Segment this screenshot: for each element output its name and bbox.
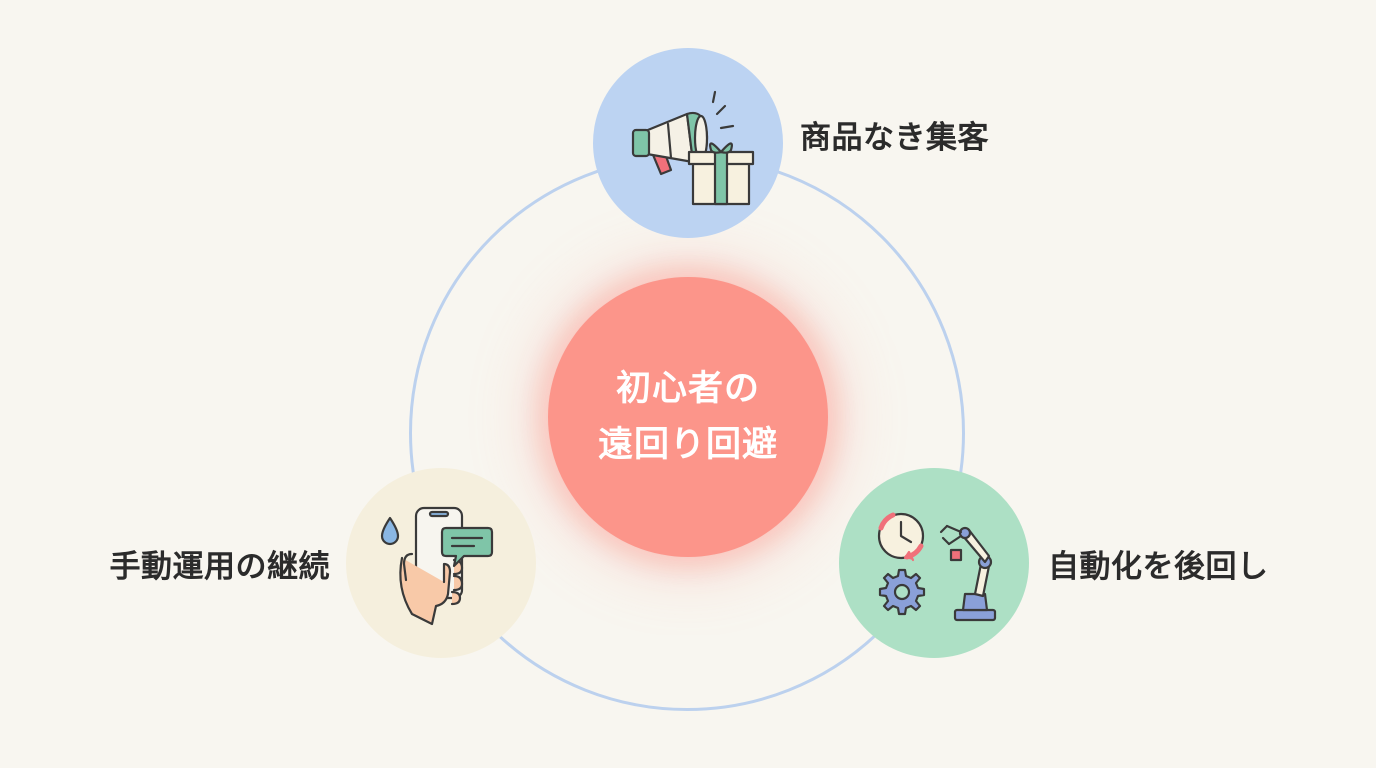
clock-cycle-icon bbox=[877, 512, 925, 562]
node-right-label: 自動化を後回し bbox=[1048, 549, 1269, 585]
center-title-line2: 遠回り回避 bbox=[597, 425, 778, 465]
node-top-circle bbox=[593, 48, 783, 238]
center-circle: 初心者の 遠回り回避 bbox=[548, 277, 828, 557]
gear-icon bbox=[878, 568, 926, 616]
chat-bubble-icon bbox=[440, 526, 494, 568]
megaphone-gift-illustration bbox=[631, 90, 755, 206]
node-left-circle bbox=[346, 468, 536, 658]
sweat-drop-icon bbox=[380, 516, 400, 546]
robot-arm-icon bbox=[939, 524, 997, 622]
center-title-line1: 初心者の bbox=[615, 369, 760, 409]
hand-smartphone-icon bbox=[399, 506, 464, 626]
node-right-circle bbox=[839, 468, 1029, 658]
node-top-label: 商品なき集客 bbox=[800, 120, 989, 156]
automation-illustration bbox=[877, 512, 997, 622]
gift-box-icon bbox=[687, 142, 755, 206]
node-left-label: 手動運用の継続 bbox=[109, 549, 330, 585]
manual-work-illustration bbox=[380, 506, 494, 626]
